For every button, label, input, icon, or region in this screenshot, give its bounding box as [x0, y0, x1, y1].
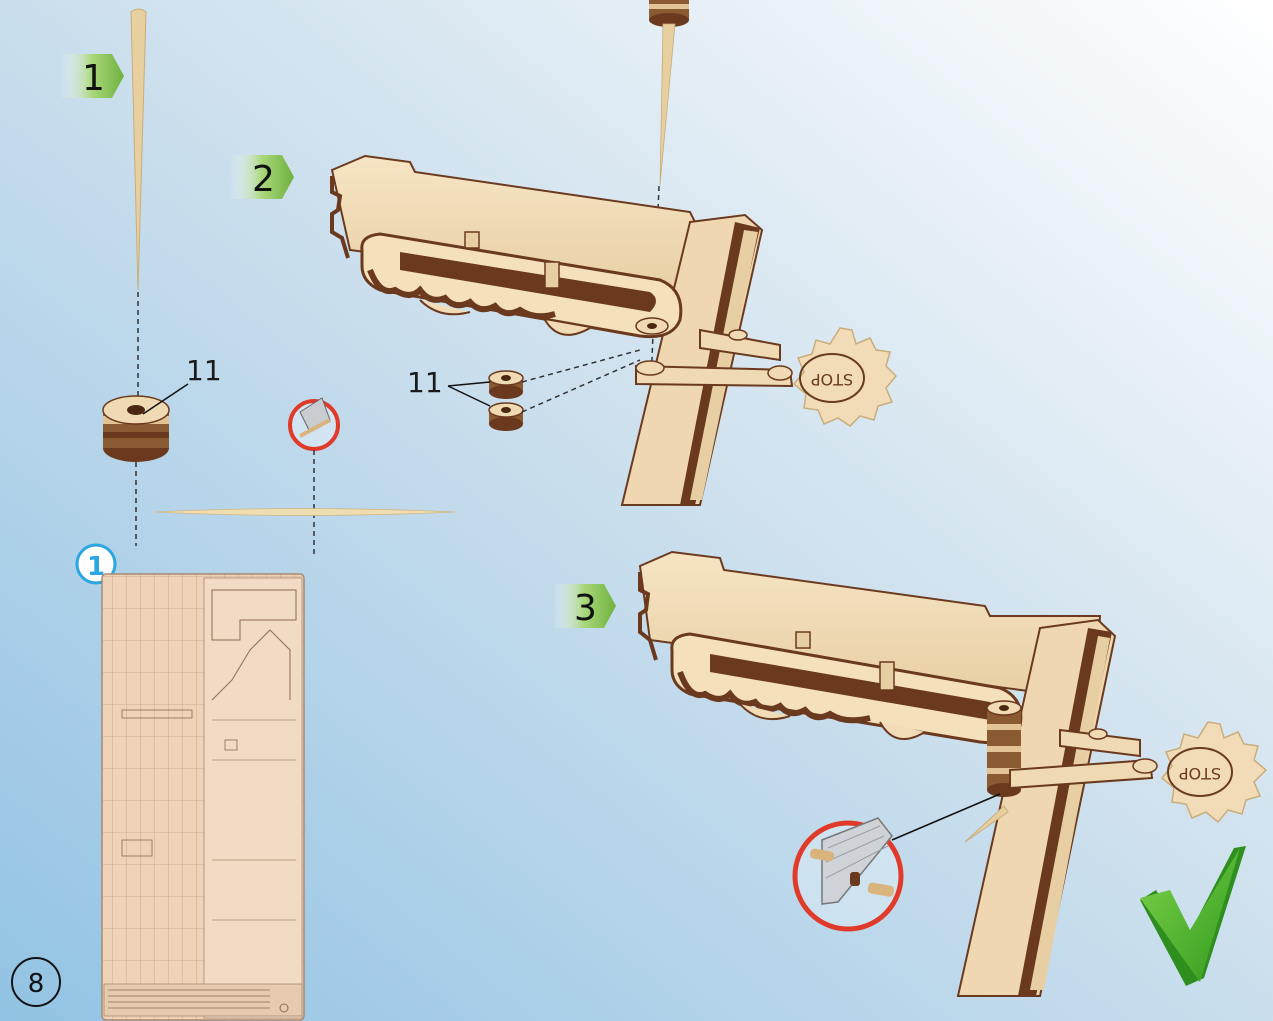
step-3-number: 3 [574, 588, 597, 629]
step-3-marker: 3 [552, 584, 616, 629]
gear-stamp-text: STOP [1179, 764, 1222, 783]
step-1-marker: 1 [60, 54, 124, 99]
part-label-11: 11 [407, 366, 443, 399]
gear-stamp-text: STOP [811, 370, 854, 389]
part-label-11: 11 [186, 354, 222, 387]
step-2-marker: 2 [230, 155, 294, 200]
step-1-number: 1 [82, 58, 105, 99]
spacer-part-11 [103, 396, 169, 462]
step-2-number: 2 [252, 159, 275, 200]
plywood-sheet [102, 574, 304, 1020]
blade-cut-icon [290, 398, 338, 449]
page-number-text: 8 [28, 969, 45, 999]
spacer-part-top [649, 0, 689, 27]
